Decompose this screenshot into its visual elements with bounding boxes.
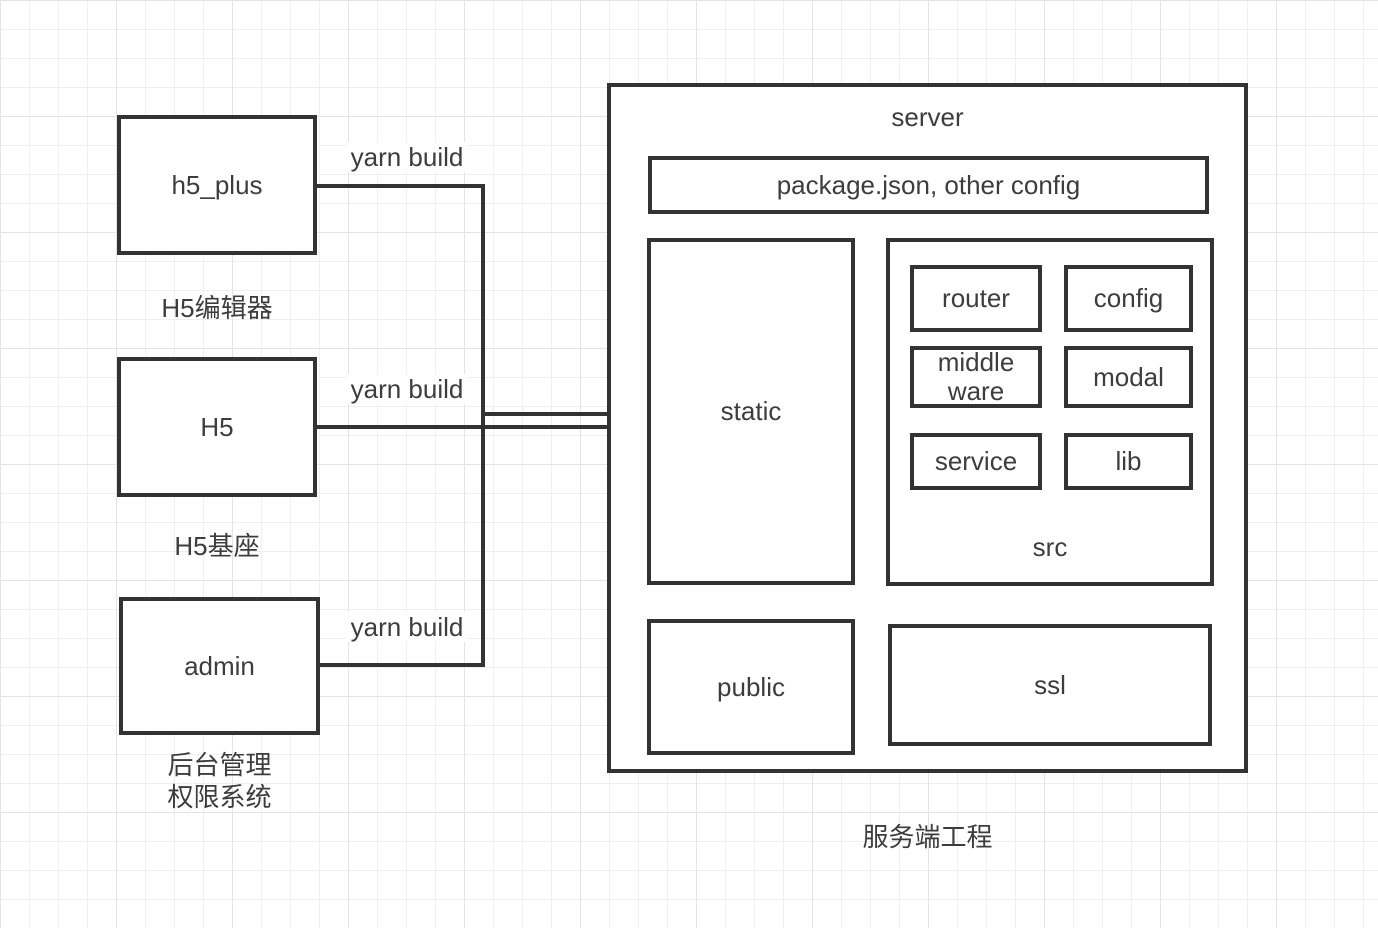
node-modal: modal	[1064, 346, 1193, 408]
edge-label-yarn-build-h5plus: yarn build	[337, 141, 477, 173]
node-package-json-config: package.json, other config	[648, 156, 1209, 214]
caption-h5-editor: H5编辑器	[161, 293, 273, 323]
node-ssl: ssl	[888, 624, 1212, 746]
node-lib: lib	[1064, 433, 1193, 490]
node-static: static	[647, 238, 855, 585]
caption-h5-base: H5基座	[174, 531, 260, 561]
node-h5: H5	[117, 357, 317, 497]
caption-admin-system: 后台管理 权限系统	[167, 750, 272, 812]
node-router: router	[910, 265, 1042, 332]
node-h5-plus: h5_plus	[117, 115, 317, 255]
node-admin: admin	[119, 597, 320, 735]
edge-label-yarn-build-admin: yarn build	[337, 611, 477, 643]
edge-label-text: yarn build	[345, 374, 469, 404]
src-group-label: src	[1032, 532, 1068, 562]
edge-label-yarn-build-h5: yarn build	[337, 373, 477, 405]
edge-label-text: yarn build	[345, 142, 469, 172]
server-title: server	[891, 102, 964, 132]
edge-label-text: yarn build	[345, 612, 469, 642]
node-config: config	[1064, 265, 1193, 332]
node-service: service	[910, 433, 1042, 490]
caption-server-project: 服务端工程	[862, 822, 993, 852]
node-middleware: middle ware	[910, 346, 1042, 408]
node-public: public	[647, 619, 855, 755]
